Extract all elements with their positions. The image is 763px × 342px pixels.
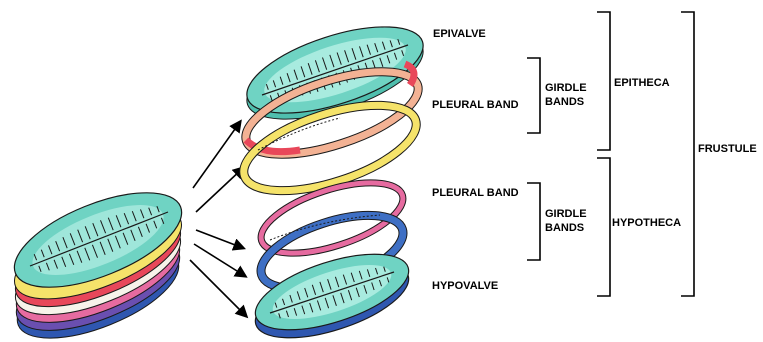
bracket-girdle-bottom bbox=[527, 183, 540, 260]
label-frustule: FRUSTULE bbox=[698, 143, 757, 155]
label-girdle-bottom-line2: BANDS bbox=[545, 222, 584, 234]
label-pleural-band-bottom: PLEURAL BAND bbox=[432, 187, 519, 199]
label-pleural-band-top: PLEURAL BAND bbox=[432, 99, 519, 111]
label-girdle-top-line2: BANDS bbox=[545, 96, 584, 108]
brackets bbox=[527, 12, 694, 296]
bracket-hypotheca bbox=[597, 158, 610, 296]
label-epivalve: EPIVALVE bbox=[433, 28, 486, 40]
label-girdle-bottom-line1: GIRDLE bbox=[545, 208, 587, 220]
labels: EPIVALVE PLEURAL BAND PLEURAL BAND HYPOV… bbox=[432, 28, 757, 292]
label-hypovalve: HYPOVALVE bbox=[432, 280, 498, 292]
arrow-to-hypovalve bbox=[190, 260, 246, 316]
label-girdle-top-line1: GIRDLE bbox=[545, 82, 587, 94]
label-epitheca: EPITHECA bbox=[614, 77, 670, 89]
arrow-to-pleural-bottom bbox=[196, 230, 243, 248]
label-hypotheca: HYPOTHECA bbox=[612, 217, 681, 229]
bracket-epitheca bbox=[597, 12, 610, 150]
explode-arrows bbox=[190, 122, 246, 316]
bracket-frustule bbox=[681, 12, 694, 296]
assembled-frustule bbox=[2, 173, 194, 342]
bracket-girdle-top bbox=[527, 58, 540, 133]
